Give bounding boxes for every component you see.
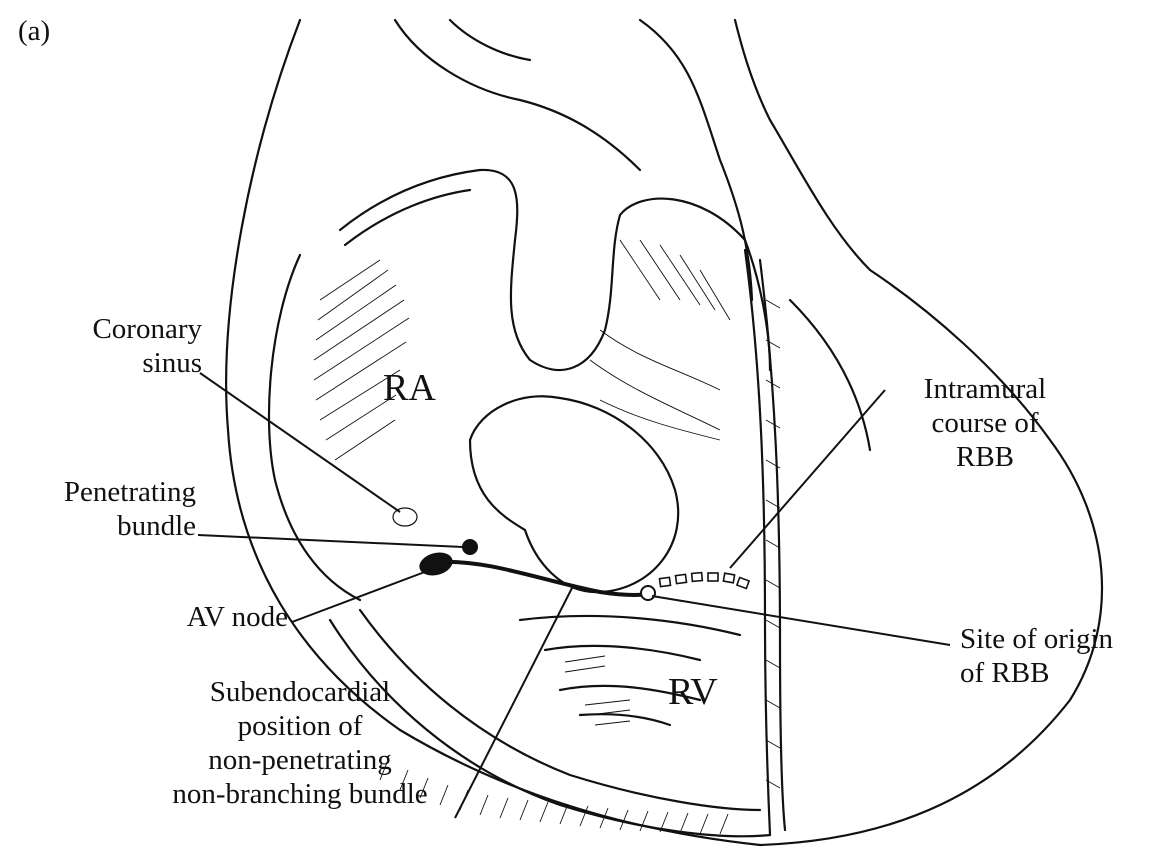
label-ra: RA [383, 368, 436, 408]
leader-penetrating-bundle [198, 535, 463, 547]
label-line: RBB [885, 440, 1085, 474]
tricuspid-orifice [470, 396, 678, 592]
label-line: Coronary [30, 312, 202, 346]
atrial-cut-edge-inner [345, 190, 470, 245]
rv-septal-cut [745, 250, 770, 835]
label-line: Penetrating [10, 475, 196, 509]
intramural-rbb-dashes [659, 573, 749, 589]
vessel-outline-left [450, 20, 530, 60]
label-line: of RBB [960, 656, 1113, 690]
label-line: course of [885, 406, 1085, 440]
leader-site-of-origin [652, 596, 950, 645]
atrial-cut-edge [340, 170, 770, 370]
label-site-of-origin: Site of origin of RBB [960, 622, 1113, 690]
label-av-node: AV node [120, 600, 288, 634]
av-node-shape [417, 549, 456, 579]
rv-free-wall-right [790, 300, 870, 450]
rbb-origin-circle [641, 586, 655, 600]
label-rv: RV [668, 672, 718, 712]
label-line: non-penetrating [140, 743, 460, 777]
label-line: AV node [120, 600, 288, 634]
label-penetrating-bundle: Penetrating bundle [10, 475, 196, 543]
label-subendocardial: Subendocardial position of non-penetrati… [140, 675, 460, 811]
label-line: Site of origin [960, 622, 1113, 656]
leader-av-node [292, 570, 430, 622]
epicardial-inner-line [269, 255, 360, 600]
label-coronary-sinus: Coronary sinus [30, 312, 202, 380]
label-line: Subendocardial [140, 675, 460, 709]
label-intramural: Intramural course of RBB [885, 372, 1085, 474]
label-line: sinus [30, 346, 202, 380]
penetrating-bundle-dot [462, 539, 478, 555]
panel-label: (a) [18, 14, 50, 48]
leader-intramural [730, 390, 885, 568]
aortic-root-outline [395, 20, 640, 170]
label-line: bundle [10, 509, 196, 543]
label-line: non-branching bundle [140, 777, 460, 811]
vessel-outline-right [640, 20, 752, 300]
leader-subendocardial [455, 588, 572, 818]
label-line: Intramural [885, 372, 1085, 406]
trabecula-3 [580, 714, 670, 725]
label-line: position of [140, 709, 460, 743]
trabecula-1 [545, 646, 700, 660]
